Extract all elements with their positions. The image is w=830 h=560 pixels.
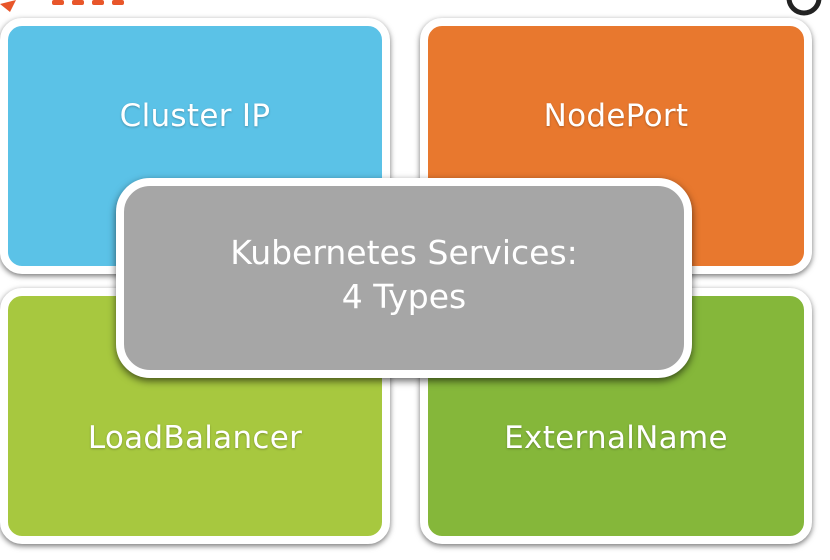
center-title-box: Kubernetes Services: 4 Types bbox=[116, 178, 692, 378]
quadrant-label-cluster-ip: Cluster IP bbox=[119, 98, 271, 134]
quadrant-label-loadbalancer: LoadBalancer bbox=[87, 420, 303, 456]
center-title-line1: Kubernetes Services: bbox=[230, 233, 578, 272]
corner-circle-icon bbox=[784, 0, 824, 18]
quadrant-label-nodeport: NodePort bbox=[543, 98, 689, 134]
center-title-line2: 4 Types bbox=[341, 277, 467, 316]
logo-fragment bbox=[0, 0, 150, 12]
quadrant-label-externalname: ExternalName bbox=[504, 420, 728, 456]
